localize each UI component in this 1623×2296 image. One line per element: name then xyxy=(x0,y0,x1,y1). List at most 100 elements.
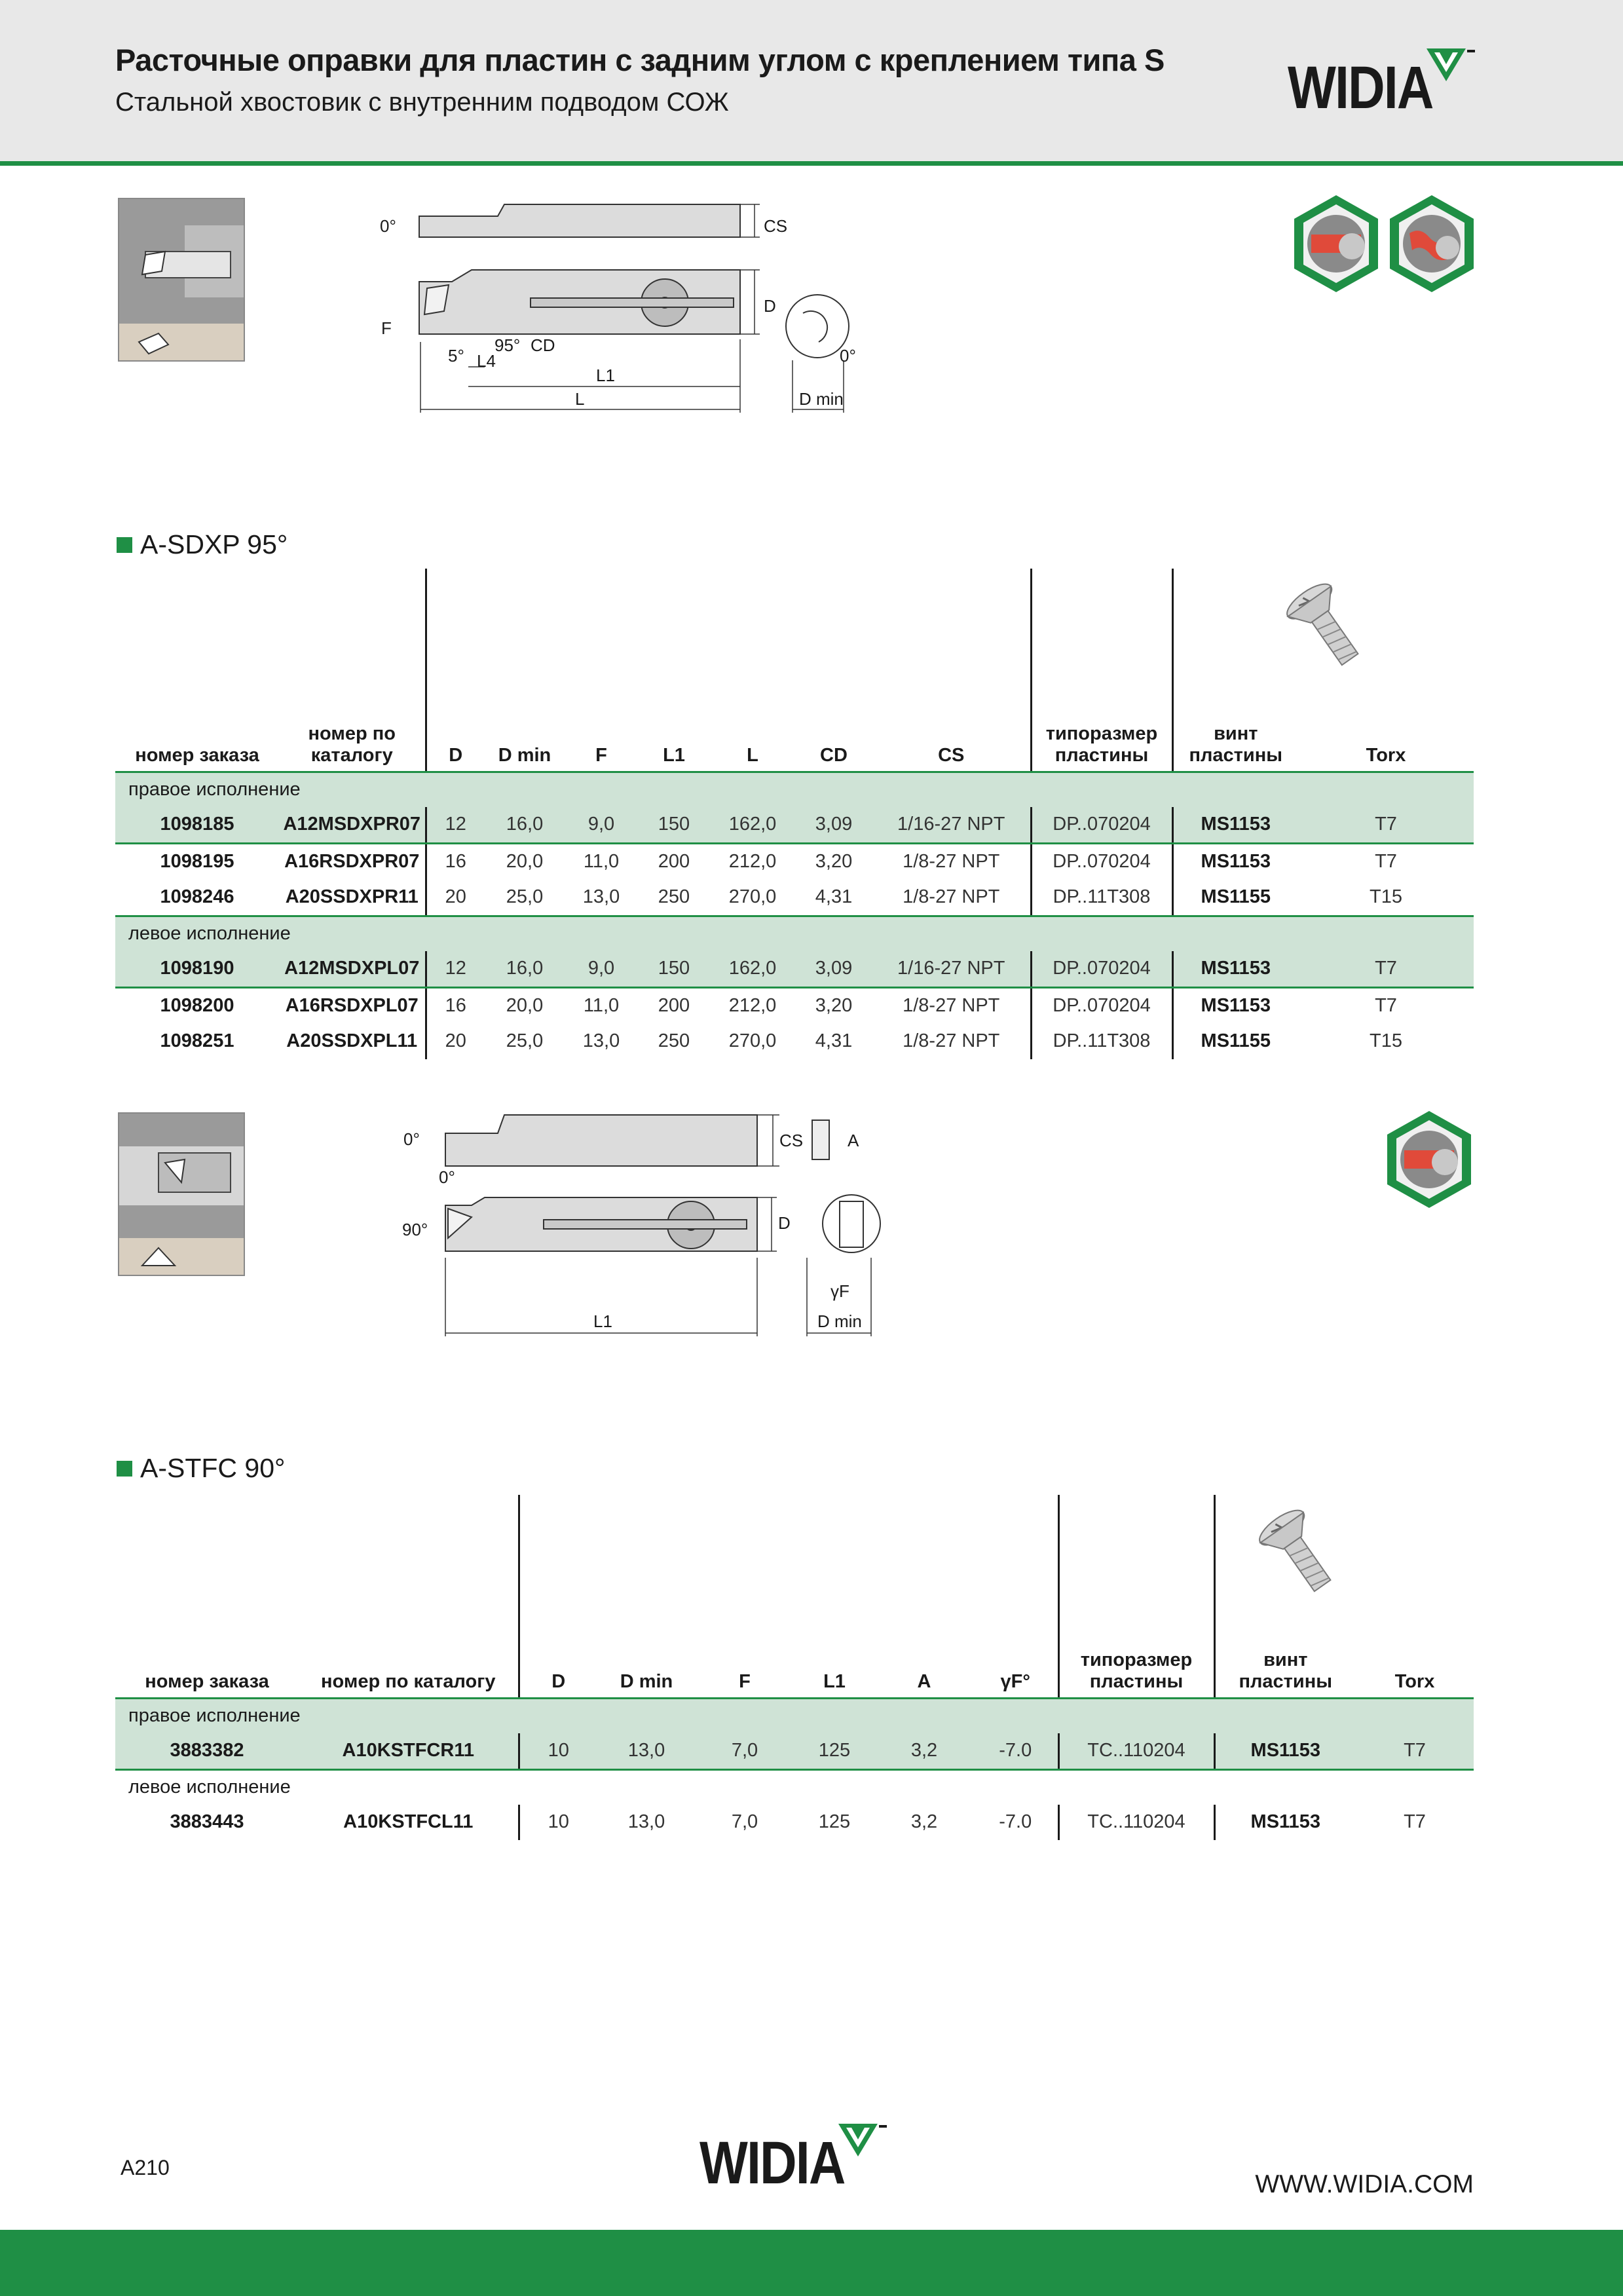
table-row: 1098246 A20SSDXPR11 20 25,0 13,0 250 270… xyxy=(115,879,1474,917)
dim-label-0deg: 0° xyxy=(403,1129,420,1149)
col-header-a: A xyxy=(875,1495,973,1699)
cell-l: 162,0 xyxy=(710,806,795,844)
cell-cd: 3,09 xyxy=(795,806,872,844)
col-header-l: L xyxy=(710,569,795,773)
section-title-text: A-SDXP 95° xyxy=(140,529,288,559)
cell-order-no: 1098251 xyxy=(160,1030,234,1051)
page-title: Расточные оправки для пластин с задним у… xyxy=(115,43,1165,77)
table-row: 1098185 A12MSDXPR07 12 16,0 9,0 150 162,… xyxy=(115,806,1474,844)
cell-gamma-f: -7.0 xyxy=(973,1733,1058,1771)
page-header xyxy=(0,0,1623,161)
group-row-right: правое исполнение xyxy=(115,772,1474,807)
dim-label-dmin: D min xyxy=(799,389,844,409)
cell-insert: DP..11T308 xyxy=(1030,879,1172,917)
cell-l1: 200 xyxy=(658,995,690,1016)
col-header-order-no: номер заказа xyxy=(115,1495,299,1699)
cell-catalog-no: A16RSDXPL07 xyxy=(285,995,419,1016)
cell-f: 7,0 xyxy=(696,1733,794,1771)
group-row-left: левое исполнение xyxy=(115,916,1474,951)
cell-order-no: 1098246 xyxy=(115,879,279,917)
cell-insert: TC..110204 xyxy=(1057,1733,1214,1771)
cell-torx: T7 xyxy=(1298,950,1474,988)
cell-torx: T7 xyxy=(1298,806,1474,844)
cell-screw: MS1155 xyxy=(1171,879,1298,917)
dim-label-dmin: D min xyxy=(817,1311,862,1331)
cell-dmin: 13,0 xyxy=(627,1811,665,1832)
col-header-torx: Torx xyxy=(1356,1495,1474,1699)
dim-label-d: D xyxy=(764,296,776,316)
dim-label-95deg: 95° xyxy=(494,335,520,355)
website-link[interactable]: WWW.WIDIA.COM xyxy=(1255,2170,1474,2198)
col-header-l1: L1 xyxy=(794,1495,875,1699)
section-title-stfc: A-STFC 90° xyxy=(117,1453,285,1484)
cell-d: 10 xyxy=(517,1733,597,1771)
col-header-d: D xyxy=(517,1495,597,1699)
application-thumbnail-1 xyxy=(118,198,245,362)
col-header-f: F xyxy=(696,1495,794,1699)
col-header-cs: CS xyxy=(872,569,1031,773)
dim-label-l: L xyxy=(575,389,584,409)
header-divider xyxy=(0,161,1623,166)
cell-screw: MS1155 xyxy=(1171,1023,1298,1059)
cell-catalog-no: A12MSDXPR07 xyxy=(279,806,426,844)
widia-logo-mark-icon xyxy=(1427,48,1475,81)
cell-insert: DP..070204 xyxy=(1030,806,1172,844)
table-row: 3883443 A10KSTFCL11 10 13,0 7,0 125 3,2 … xyxy=(115,1804,1474,1840)
dim-label-cd: CD xyxy=(531,335,555,355)
cell-order-no: 1098190 xyxy=(115,950,279,988)
cell-order-no: 3883382 xyxy=(115,1733,299,1771)
section-marker xyxy=(117,1461,132,1477)
cell-torx: T7 xyxy=(1404,1811,1426,1832)
page-number: A210 xyxy=(121,2156,170,2179)
cell-a: 3,2 xyxy=(910,1811,938,1832)
cell-catalog-no: A12MSDXPL07 xyxy=(279,950,426,988)
col-header-screw: винт пластины xyxy=(1213,1495,1356,1699)
cell-dmin: 16,0 xyxy=(485,950,565,988)
cell-dmin: 13,0 xyxy=(597,1733,696,1771)
cell-dmin: 16,0 xyxy=(485,806,565,844)
table-row: 1098251 A20SSDXPL11 20 25,0 13,0 250 270… xyxy=(115,1023,1474,1059)
cell-d: 12 xyxy=(424,950,485,988)
cell-insert: DP..070204 xyxy=(1030,987,1172,1024)
product-table-sdxp: номер заказа номер по каталогу D D min F… xyxy=(115,569,1474,1059)
cell-cd: 4,31 xyxy=(815,1030,853,1051)
product-table-stfc: номер заказа номер по каталогу D D min F… xyxy=(115,1495,1474,1840)
boring-application-icon-2 xyxy=(1387,1111,1471,1208)
col-header-insert-size: типоразмер пластины xyxy=(1057,1495,1214,1699)
cell-f: 13,0 xyxy=(582,1030,620,1051)
cell-l1: 200 xyxy=(658,851,690,872)
cell-dmin: 25,0 xyxy=(506,1030,544,1051)
cell-l1: 250 xyxy=(638,879,710,917)
cell-f: 11,0 xyxy=(583,851,620,872)
cell-l1: 125 xyxy=(818,1811,851,1832)
cell-l: 212,0 xyxy=(728,851,777,872)
col-header-dmin: D min xyxy=(597,1495,696,1699)
dim-label-0deg-b: 0° xyxy=(439,1167,455,1187)
cell-d: 16 xyxy=(424,843,485,880)
col-header-f: F xyxy=(565,569,638,773)
threading-application-icon xyxy=(1390,195,1474,292)
cell-cd: 4,31 xyxy=(795,879,872,917)
cell-cd: 3,09 xyxy=(795,950,872,988)
col-header-catalog-no: номер по каталогу xyxy=(299,1495,519,1699)
col-header-catalog-no: номер по каталогу xyxy=(279,569,426,773)
cell-cs: 1/8-27 NPT xyxy=(903,851,1000,872)
cell-catalog-no: A20SSDXPL11 xyxy=(286,1030,418,1051)
col-header-insert-size: типоразмер пластины xyxy=(1030,569,1172,773)
widia-logo: WIDIA xyxy=(1288,54,1459,122)
tool-drawing-stfc: 0° CS A 0° D F 90° γF L1 D min xyxy=(402,1114,881,1336)
section-marker xyxy=(117,537,132,553)
dim-label-0deg-b: 0° xyxy=(840,346,856,366)
logo-text: WIDIA xyxy=(700,2130,846,2196)
cell-d: 16 xyxy=(424,987,485,1024)
table-row: 1098200 A16RSDXPL07 16 20,0 11,0 200 212… xyxy=(115,987,1474,1024)
cell-f: 13,0 xyxy=(565,879,638,917)
cell-catalog-no: A10KSTFCR11 xyxy=(299,1733,519,1771)
footer-logo-mark-icon xyxy=(838,2124,887,2156)
cell-order-no: 1098185 xyxy=(115,806,279,844)
dim-label-gf: γF xyxy=(830,1281,849,1301)
cell-l1: 125 xyxy=(794,1733,875,1771)
cell-insert: TC..110204 xyxy=(1057,1804,1214,1840)
cell-insert: DP..070204 xyxy=(1030,950,1172,988)
group-row-left: левое исполнение xyxy=(128,1777,291,1797)
